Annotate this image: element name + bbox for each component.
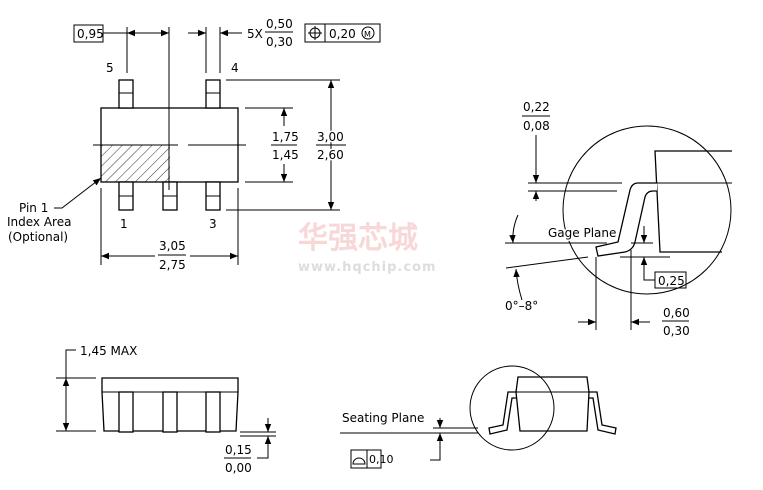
lead-width-min: 0,30	[266, 35, 293, 49]
overall-width-min: 2,60	[317, 148, 344, 162]
pin-label-5: 5	[106, 61, 114, 75]
height-label: 1,45 MAX	[80, 344, 137, 358]
seating-plane-label: Seating Plane	[342, 411, 424, 425]
foot-length-max: 0,60	[663, 306, 690, 320]
profile-surface-icon	[352, 457, 366, 465]
pin1-index-area	[101, 145, 170, 182]
angle-label: 0°–8°	[505, 299, 538, 313]
overall-width-max: 3,00	[317, 130, 344, 144]
detail-reference-circle	[469, 365, 555, 451]
foot-length-min: 0,30	[663, 324, 690, 338]
lead-pin4	[205, 79, 221, 109]
coplanarity-value: 0,10	[369, 453, 394, 466]
lead-width-multiplier: 5X	[247, 27, 263, 41]
gage-height-value: 0,25	[658, 274, 685, 288]
gage-height-box	[654, 271, 687, 289]
mmc-modifier-icon	[361, 26, 375, 40]
mmc-modifier-letter: M	[364, 30, 371, 39]
pitch-value: 0,95	[77, 27, 104, 41]
position-tolerance-frame: 0,20 M	[304, 23, 381, 43]
standoff-min: 0,00	[225, 461, 252, 475]
pin-label-4: 4	[231, 61, 239, 75]
body-length-max: 3,05	[159, 239, 186, 253]
watermark: 华强芯城 www.hqchip.com	[298, 221, 437, 275]
leads	[118, 79, 221, 211]
body-length-min: 2,75	[159, 258, 186, 272]
flatness-tolerance-frame: 0,10	[350, 449, 394, 469]
body-width-max: 1,75	[272, 130, 299, 144]
lead-thickness-min: 0,08	[523, 119, 550, 133]
detail-circle	[562, 125, 732, 295]
lead-thickness-max: 0,22	[523, 100, 550, 114]
standoff-max: 0,15	[225, 443, 252, 457]
gull-wing-lead	[595, 182, 657, 257]
top-view: 5 4 1 3 0,95 5X 0,50 0,30 0,20 M	[7, 17, 381, 272]
watermark-url: www.hqchip.com	[298, 260, 437, 275]
pin-label-1: 1	[120, 217, 128, 231]
watermark-title: 华强芯城	[298, 221, 418, 256]
lead-detail-view: 0,22 0,08 Gage Plane 0°–8° 0,25 0,60 0,3…	[505, 100, 732, 338]
pin1-note-line1: Pin 1	[19, 201, 48, 215]
pin-label-3: 3	[209, 217, 217, 231]
position-tolerance-value: 0,20	[329, 27, 356, 41]
gage-plane-label: Gage Plane	[548, 226, 616, 240]
end-view: Seating Plane 0,10	[340, 365, 617, 469]
pin1-note-line2: Index Area	[7, 215, 71, 229]
lead-pin5	[118, 79, 134, 109]
body-width-min: 1,45	[272, 148, 299, 162]
side-view: 1,45 MAX 0,15 0,00	[56, 344, 276, 475]
pin1-note-line3: (Optional)	[8, 230, 68, 244]
lead-width-max: 0,50	[266, 17, 293, 31]
